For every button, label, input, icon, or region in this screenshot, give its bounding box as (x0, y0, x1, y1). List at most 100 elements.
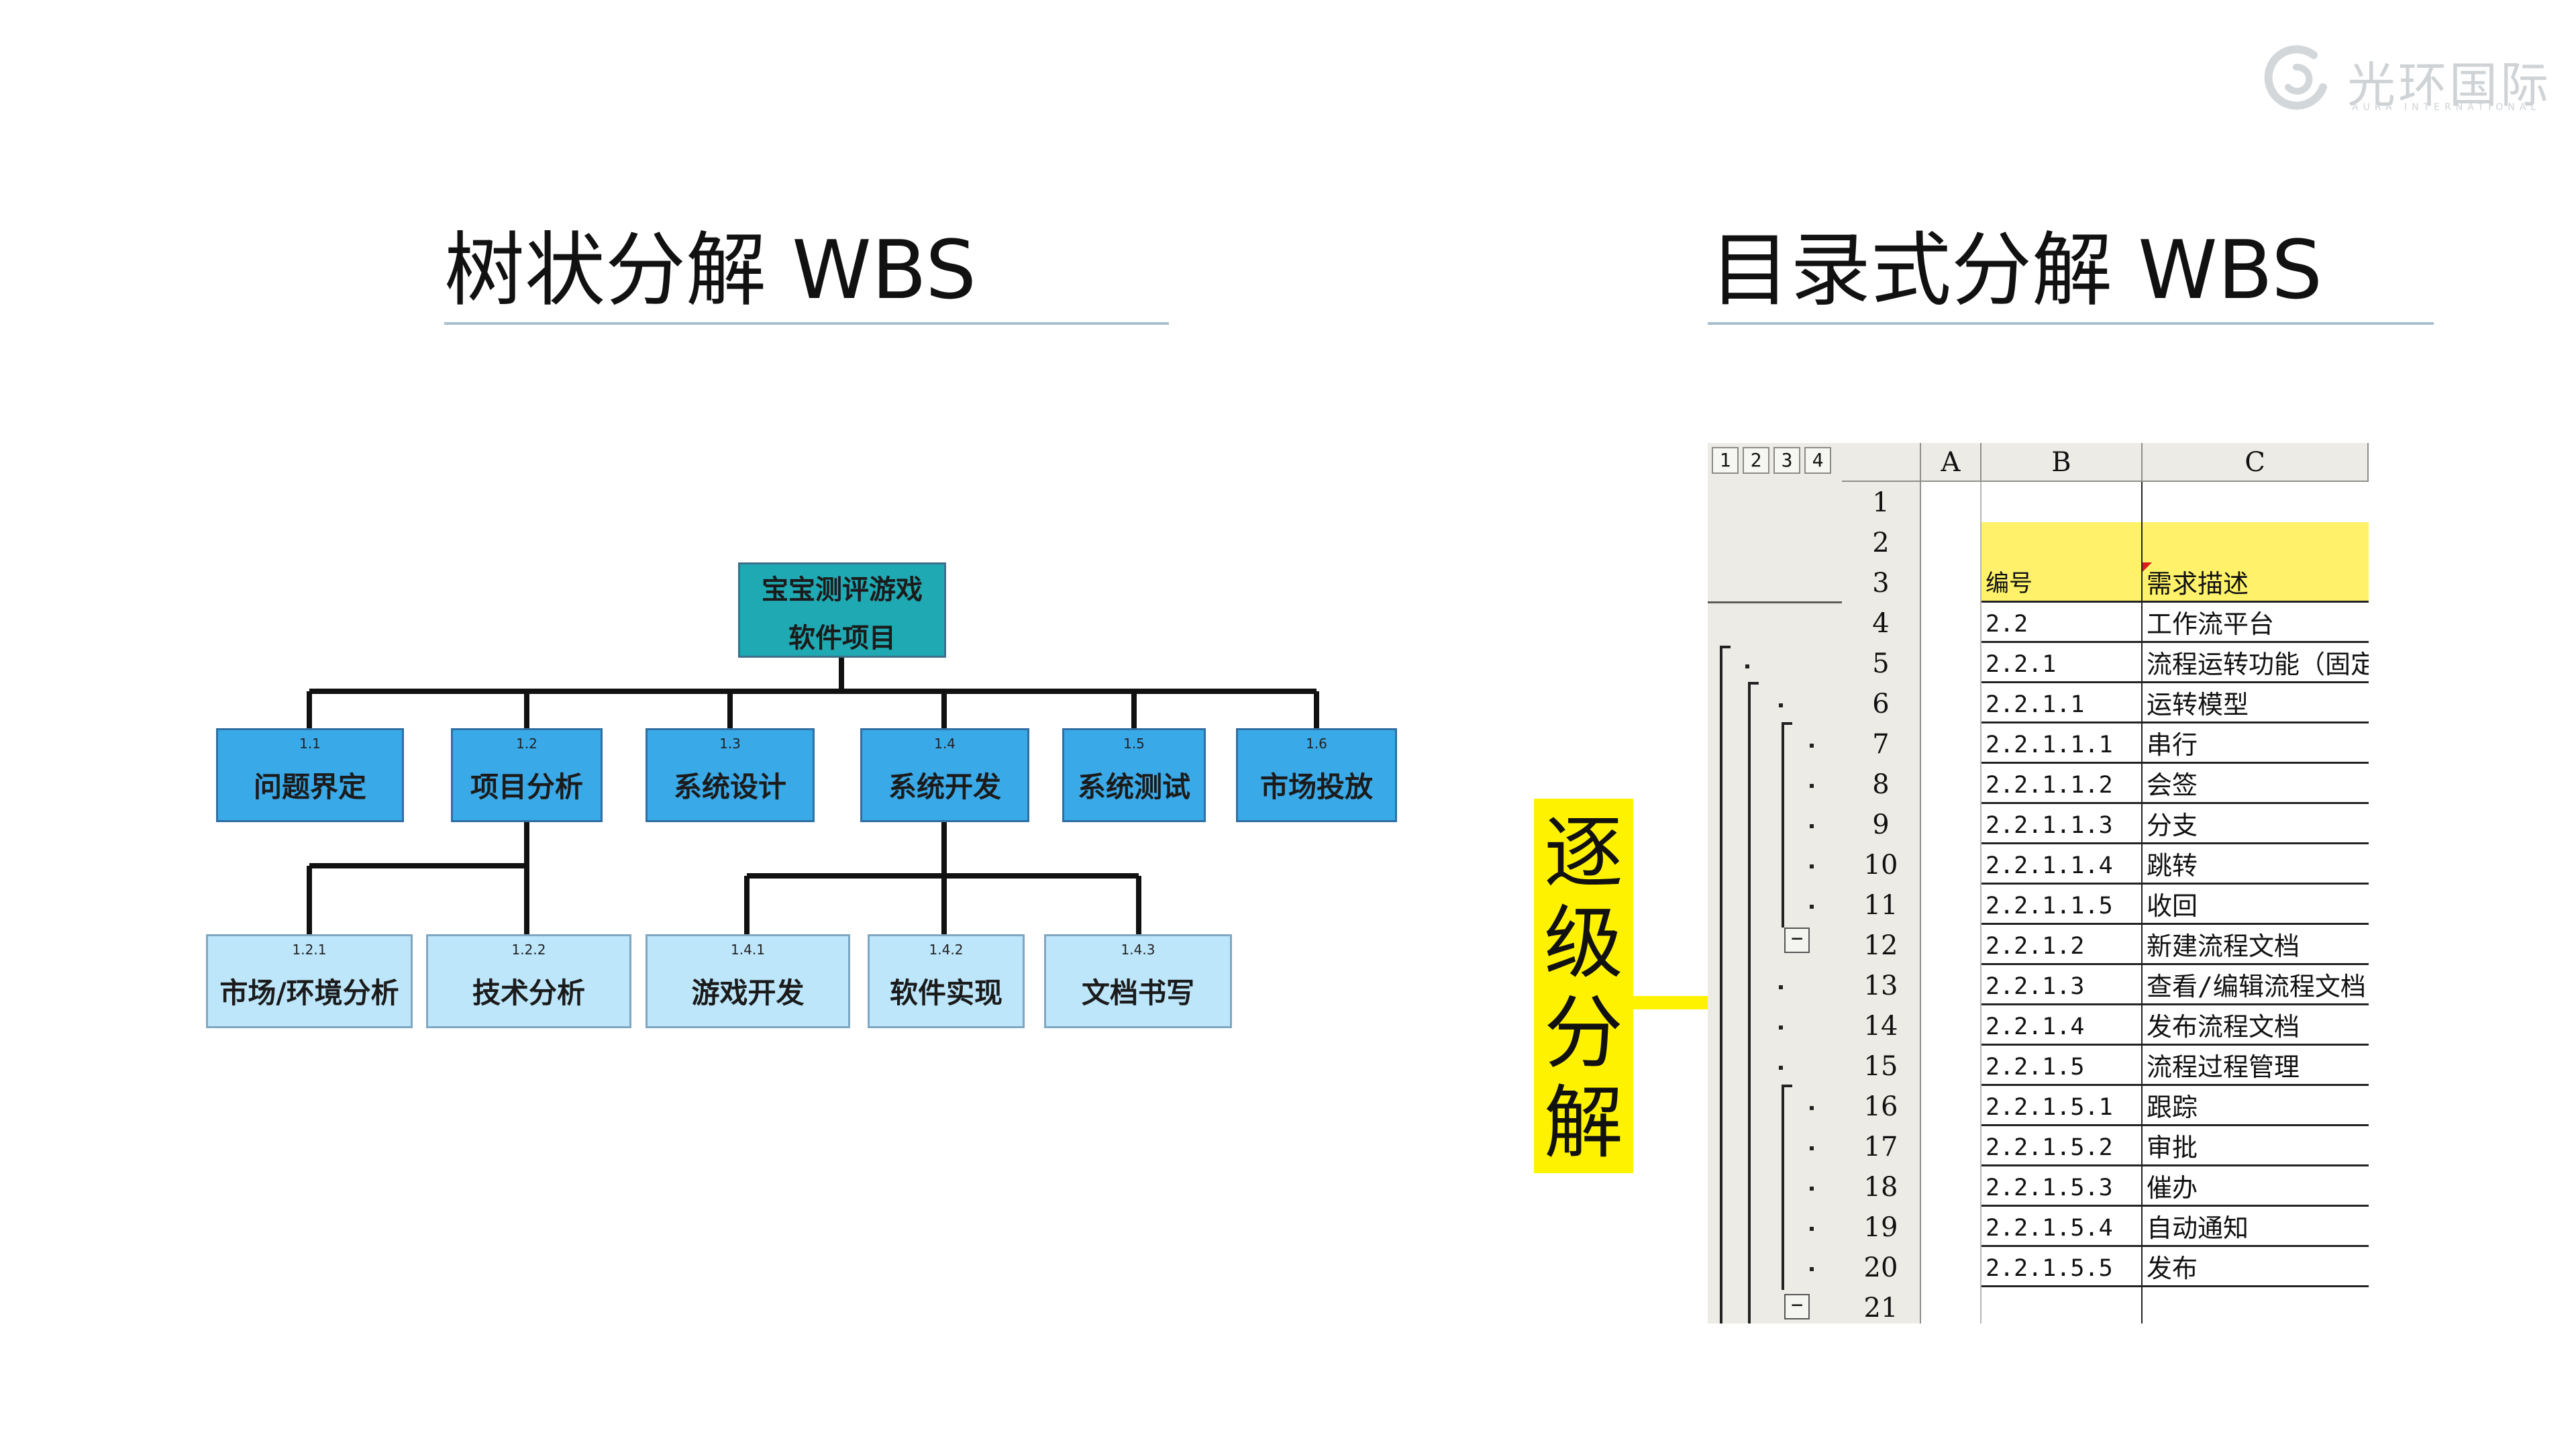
column-header-b[interactable]: B (1981, 443, 2143, 482)
cell-c[interactable]: 运转模型 (2143, 683, 2369, 723)
sheet-row-6[interactable]: 6 2.2.1.1 运转模型 (1842, 683, 2369, 723)
cell-c[interactable]: 会签 (2143, 764, 2369, 804)
sheet-row-8[interactable]: 8 2.2.1.1.2 会签 (1842, 764, 2369, 804)
sheet-row-10[interactable]: 10 2.2.1.1.4 跳转 (1842, 844, 2369, 885)
row-number[interactable]: 9 (1842, 804, 1921, 844)
cell-c[interactable]: 发布流程文档 (2143, 1005, 2369, 1046)
cell-b[interactable]: 2.2.1.4 (1981, 1005, 2143, 1046)
cell-a[interactable] (1921, 1046, 1981, 1086)
cell-b[interactable]: 2.2 (1981, 603, 2143, 643)
row-number[interactable]: 16 (1842, 1086, 1921, 1126)
cell-c[interactable]: 流程过程管理 (2143, 1046, 2369, 1086)
cell-c[interactable]: 串行 (2143, 723, 2369, 764)
cell-a[interactable] (1921, 482, 1981, 522)
cell-a[interactable] (1921, 1005, 1981, 1046)
row-number[interactable]: 21 (1842, 1287, 1921, 1323)
sheet-row-4[interactable]: 4 2.2 工作流平台 (1842, 603, 2369, 643)
sheet-row-16[interactable]: 16 2.2.1.5.1 跟踪 (1842, 1086, 2369, 1126)
cell-c[interactable]: 催办 (2143, 1166, 2369, 1207)
cell-b[interactable]: 2.2.1.1.1 (1981, 723, 2143, 764)
cell-b[interactable] (1981, 1287, 2143, 1323)
cell-c[interactable]: 工作流平台 (2143, 603, 2369, 643)
outline-level-4-button[interactable]: 4 (1804, 447, 1831, 474)
row-number[interactable]: 12 (1842, 925, 1921, 965)
cell-c[interactable]: 分支 (2143, 804, 2369, 844)
cell-c[interactable] (2143, 522, 2369, 562)
cell-c[interactable]: 新建流程文档 (2143, 925, 2369, 965)
cell-c[interactable]: 审批 (2143, 1126, 2369, 1166)
outline-level-1-button[interactable]: 1 (1712, 447, 1739, 474)
sheet-row-20[interactable]: 20 2.2.1.5.5 发布 (1842, 1247, 2369, 1287)
cell-b[interactable]: 2.2.1.2 (1981, 925, 2143, 965)
row-number[interactable]: 19 (1842, 1207, 1921, 1247)
outline-level-2-button[interactable]: 2 (1743, 447, 1769, 474)
cell-b[interactable]: 2.2.1 (1981, 643, 2143, 683)
collapse-group-button[interactable]: − (1784, 928, 1810, 953)
sheet-row-15[interactable]: 15 2.2.1.5 流程过程管理 (1842, 1046, 2369, 1086)
cell-b[interactable]: 2.2.1.5.3 (1981, 1166, 2143, 1207)
outline-level-3-button[interactable]: 3 (1773, 447, 1800, 474)
cell-c[interactable] (2143, 482, 2369, 522)
cell-c[interactable] (2143, 1287, 2369, 1323)
sheet-row-7[interactable]: 7 2.2.1.1.1 串行 (1842, 723, 2369, 764)
cell-b[interactable]: 2.2.1.1 (1981, 683, 2143, 723)
sheet-row-17[interactable]: 17 2.2.1.5.2 审批 (1842, 1126, 2369, 1166)
cell-b[interactable]: 2.2.1.5.5 (1981, 1247, 2143, 1287)
row-number[interactable]: 14 (1842, 1005, 1921, 1046)
cell-b[interactable]: 2.2.1.5.4 (1981, 1207, 2143, 1247)
cell-b[interactable]: 2.2.1.1.5 (1981, 885, 2143, 925)
sheet-row-18[interactable]: 18 2.2.1.5.3 催办 (1842, 1166, 2369, 1207)
sheet-row-11[interactable]: 11 2.2.1.1.5 收回 (1842, 885, 2369, 925)
row-number[interactable]: 2 (1842, 522, 1921, 562)
cell-b[interactable]: 2.2.1.1.3 (1981, 804, 2143, 844)
row-number[interactable]: 15 (1842, 1046, 1921, 1086)
cell-a[interactable] (1921, 965, 1981, 1005)
row-number[interactable]: 10 (1842, 844, 1921, 885)
cell-c[interactable]: 流程运转功能（固定 (2143, 643, 2369, 683)
row-number[interactable]: 20 (1842, 1247, 1921, 1287)
cell-c[interactable]: 跳转 (2143, 844, 2369, 885)
row-number[interactable]: 11 (1842, 885, 1921, 925)
cell-a[interactable] (1921, 1247, 1981, 1287)
cell-b[interactable] (1981, 482, 2143, 522)
row-number[interactable]: 1 (1842, 482, 1921, 522)
sheet-row-13[interactable]: 13 2.2.1.3 查看/编辑流程文档 (1842, 965, 2369, 1005)
cell-a[interactable] (1921, 925, 1981, 965)
column-header-a[interactable]: A (1921, 443, 1981, 482)
cell-c[interactable]: 收回 (2143, 885, 2369, 925)
sheet-row-1[interactable]: 1 (1842, 482, 2369, 522)
cell-a[interactable] (1921, 844, 1981, 885)
row-number[interactable]: 8 (1842, 764, 1921, 804)
cell-a[interactable] (1921, 562, 1981, 603)
row-number[interactable]: 7 (1842, 723, 1921, 764)
cell-a[interactable] (1921, 885, 1981, 925)
cell-c[interactable]: 查看/编辑流程文档 (2143, 965, 2369, 1005)
cell-b[interactable]: 2.2.1.1.2 (1981, 764, 2143, 804)
row-number[interactable]: 5 (1842, 643, 1921, 683)
cell-c[interactable]: 跟踪 (2143, 1086, 2369, 1126)
cell-c[interactable]: 发布 (2143, 1247, 2369, 1287)
cell-c[interactable]: 自动通知 (2143, 1207, 2369, 1247)
sheet-row-9[interactable]: 9 2.2.1.1.3 分支 (1842, 804, 2369, 844)
cell-a[interactable] (1921, 804, 1981, 844)
cell-a[interactable] (1921, 1126, 1981, 1166)
cell-a[interactable] (1921, 723, 1981, 764)
cell-b[interactable]: 编号 (1981, 562, 2143, 603)
cell-b[interactable]: 2.2.1.1.4 (1981, 844, 2143, 885)
row-number[interactable]: 3 (1842, 562, 1921, 603)
cell-b[interactable]: 2.2.1.5.1 (1981, 1086, 2143, 1126)
row-number[interactable]: 4 (1842, 603, 1921, 643)
sheet-row-12[interactable]: 12 2.2.1.2 新建流程文档 (1842, 925, 2369, 965)
cell-c[interactable]: 需求描述 (2143, 562, 2369, 603)
sheet-row-2[interactable]: 2 (1842, 522, 2369, 562)
row-number[interactable]: 6 (1842, 683, 1921, 723)
cell-a[interactable] (1921, 522, 1981, 562)
row-number[interactable]: 18 (1842, 1166, 1921, 1207)
cell-a[interactable] (1921, 603, 1981, 643)
cell-b[interactable]: 2.2.1.5.2 (1981, 1126, 2143, 1166)
cell-a[interactable] (1921, 683, 1981, 723)
row-number[interactable]: 17 (1842, 1126, 1921, 1166)
sheet-row-3[interactable]: 3 编号 需求描述 (1842, 562, 2369, 603)
cell-a[interactable] (1921, 1287, 1981, 1323)
